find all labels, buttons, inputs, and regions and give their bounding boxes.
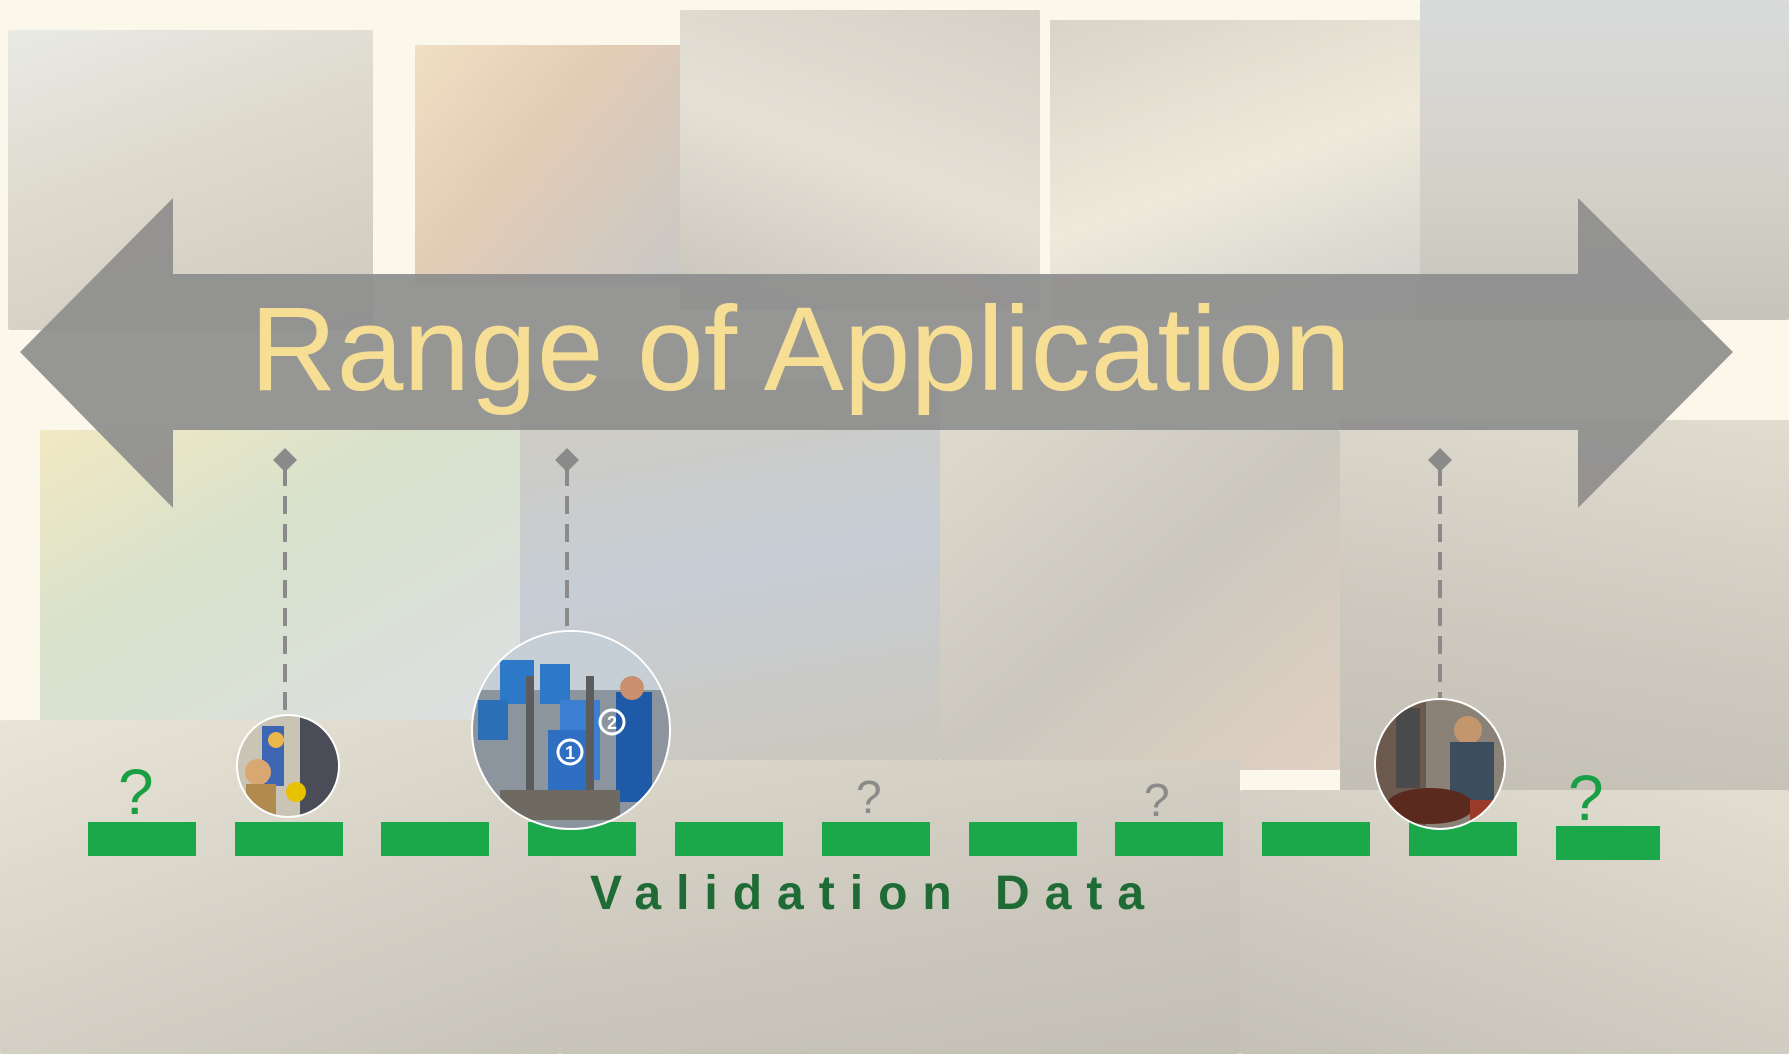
connector-diamonds: [273, 448, 1452, 472]
badge-2-label: 2: [607, 713, 617, 733]
drum-handling-photo: 1 2: [471, 630, 671, 830]
validation-dash: [235, 822, 343, 856]
connector-lines: [283, 468, 1442, 712]
validation-dash-line: [88, 822, 1660, 860]
validation-dash: [969, 822, 1077, 856]
validation-data-label: Validation Data: [590, 867, 1160, 920]
badge-1: [556, 738, 584, 766]
validation-dash: [381, 822, 489, 856]
machinist-photo: [1374, 698, 1506, 830]
diamond-marker-2: [555, 448, 579, 472]
validation-dash: [1115, 822, 1223, 856]
diamond-marker-3: [1428, 448, 1452, 472]
badge-2: [598, 708, 626, 736]
validation-dash: [675, 822, 783, 856]
lab-worker-photo: [236, 714, 340, 818]
validation-dash: [1556, 826, 1660, 860]
question-mark-left: ?: [118, 756, 154, 828]
validation-dash: [88, 822, 196, 856]
question-mark-center-right: ?: [1144, 774, 1170, 826]
validation-dash: [822, 822, 930, 856]
question-mark-center-left: ?: [856, 771, 882, 823]
range-of-application-title: Range of Application: [250, 282, 1351, 416]
question-mark-right: ?: [1568, 762, 1604, 834]
badge-1-label: 1: [565, 743, 575, 763]
range-double-arrow: [20, 198, 1733, 508]
diamond-marker-1: [273, 448, 297, 472]
validation-dash: [1262, 822, 1370, 856]
